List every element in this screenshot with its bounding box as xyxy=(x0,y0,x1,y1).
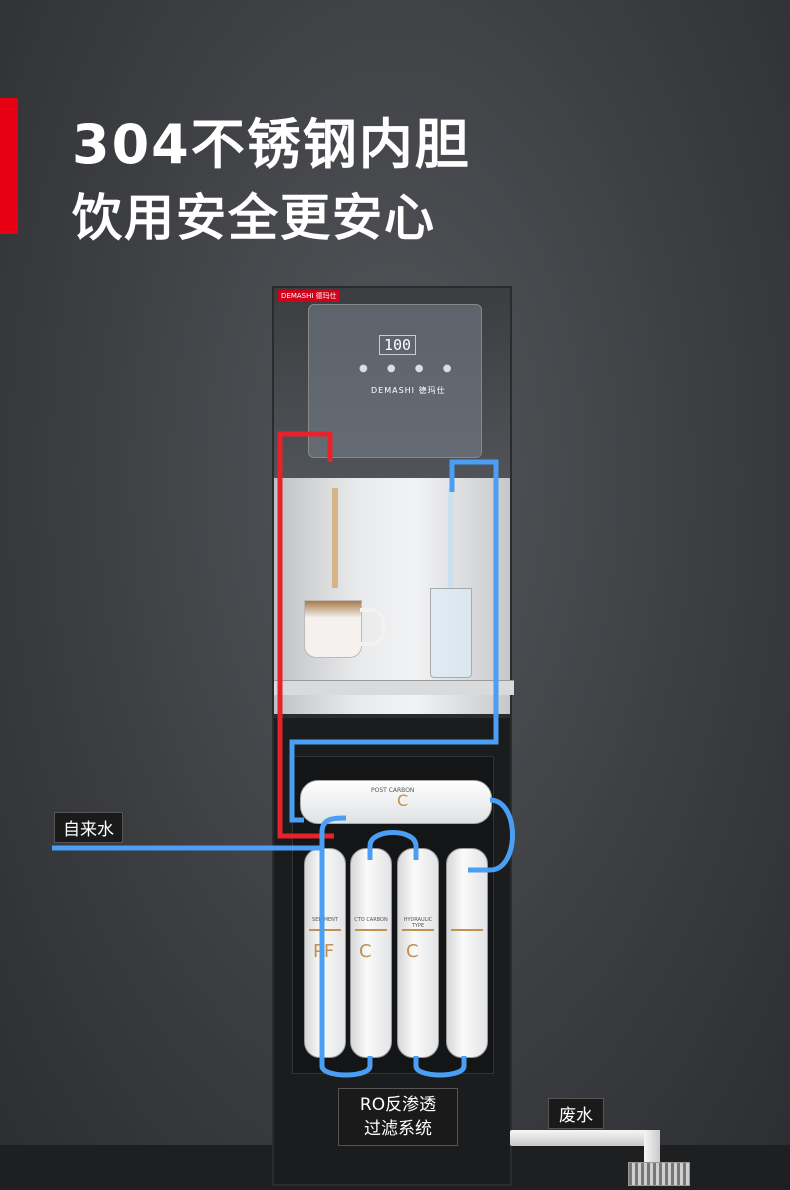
filter-mark: C xyxy=(406,941,419,962)
filter-band xyxy=(309,929,341,931)
filter-label: CTO CARBON xyxy=(354,917,388,923)
dispenser-head: DEMASHI 德玛仕 100 ● ● ● ● DEMASHI 德玛仕 xyxy=(272,286,514,716)
ro-system-label: RO反渗透 过滤系统 xyxy=(338,1088,458,1146)
headline-line-2: 饮用安全更安心 xyxy=(72,189,436,247)
drain-elbow xyxy=(644,1130,660,1172)
filter-band xyxy=(402,929,434,931)
ro-label-line-1: RO反渗透 xyxy=(359,1095,437,1115)
accent-bar xyxy=(0,98,18,234)
cold-water-stream xyxy=(448,488,454,588)
filter-label: SEDIMENT xyxy=(312,917,338,923)
temperature-display: 100 xyxy=(379,335,417,355)
filter-cartridge-4 xyxy=(446,848,488,1058)
coffee-cup xyxy=(304,600,362,658)
screen-brand: DEMASHI 德玛仕 xyxy=(371,386,446,395)
water-glass xyxy=(430,588,472,678)
filter-mark: C xyxy=(359,941,372,962)
filter-cartridge-3: HYDRAULIC TYPE C xyxy=(397,848,439,1058)
cup-handle xyxy=(360,608,386,646)
drip-tray xyxy=(274,680,514,695)
filter-band xyxy=(451,929,483,931)
tap-water-label: 自来水 xyxy=(54,812,123,843)
post-carbon-filter: POST CARBON C xyxy=(300,780,492,824)
filter-label: HYDRAULIC TYPE xyxy=(403,917,433,929)
dispenser-top-panel: DEMASHI 德玛仕 100 ● ● ● ● DEMASHI 德玛仕 xyxy=(274,288,510,478)
hot-water-stream xyxy=(332,488,338,588)
filter-cartridge-1: SEDIMENT PF xyxy=(304,848,346,1058)
headline-line-1: 304不锈钢内胆 xyxy=(72,113,471,176)
ro-label-line-2: 过滤系统 xyxy=(364,1119,432,1139)
brand-logo: DEMASHI 德玛仕 xyxy=(278,290,340,302)
floor-drain-grate xyxy=(628,1162,690,1186)
filter-mark: PF xyxy=(313,941,335,962)
waste-drain-pipe xyxy=(510,1130,658,1146)
control-screen: 100 ● ● ● ● DEMASHI 德玛仕 xyxy=(308,304,482,458)
post-filter-mark: C xyxy=(397,791,409,810)
waste-water-label: 废水 xyxy=(548,1098,604,1129)
filter-cartridge-2: CTO CARBON C xyxy=(350,848,392,1058)
filter-band xyxy=(355,929,387,931)
control-buttons-icon: ● ● ● ● xyxy=(359,363,460,374)
